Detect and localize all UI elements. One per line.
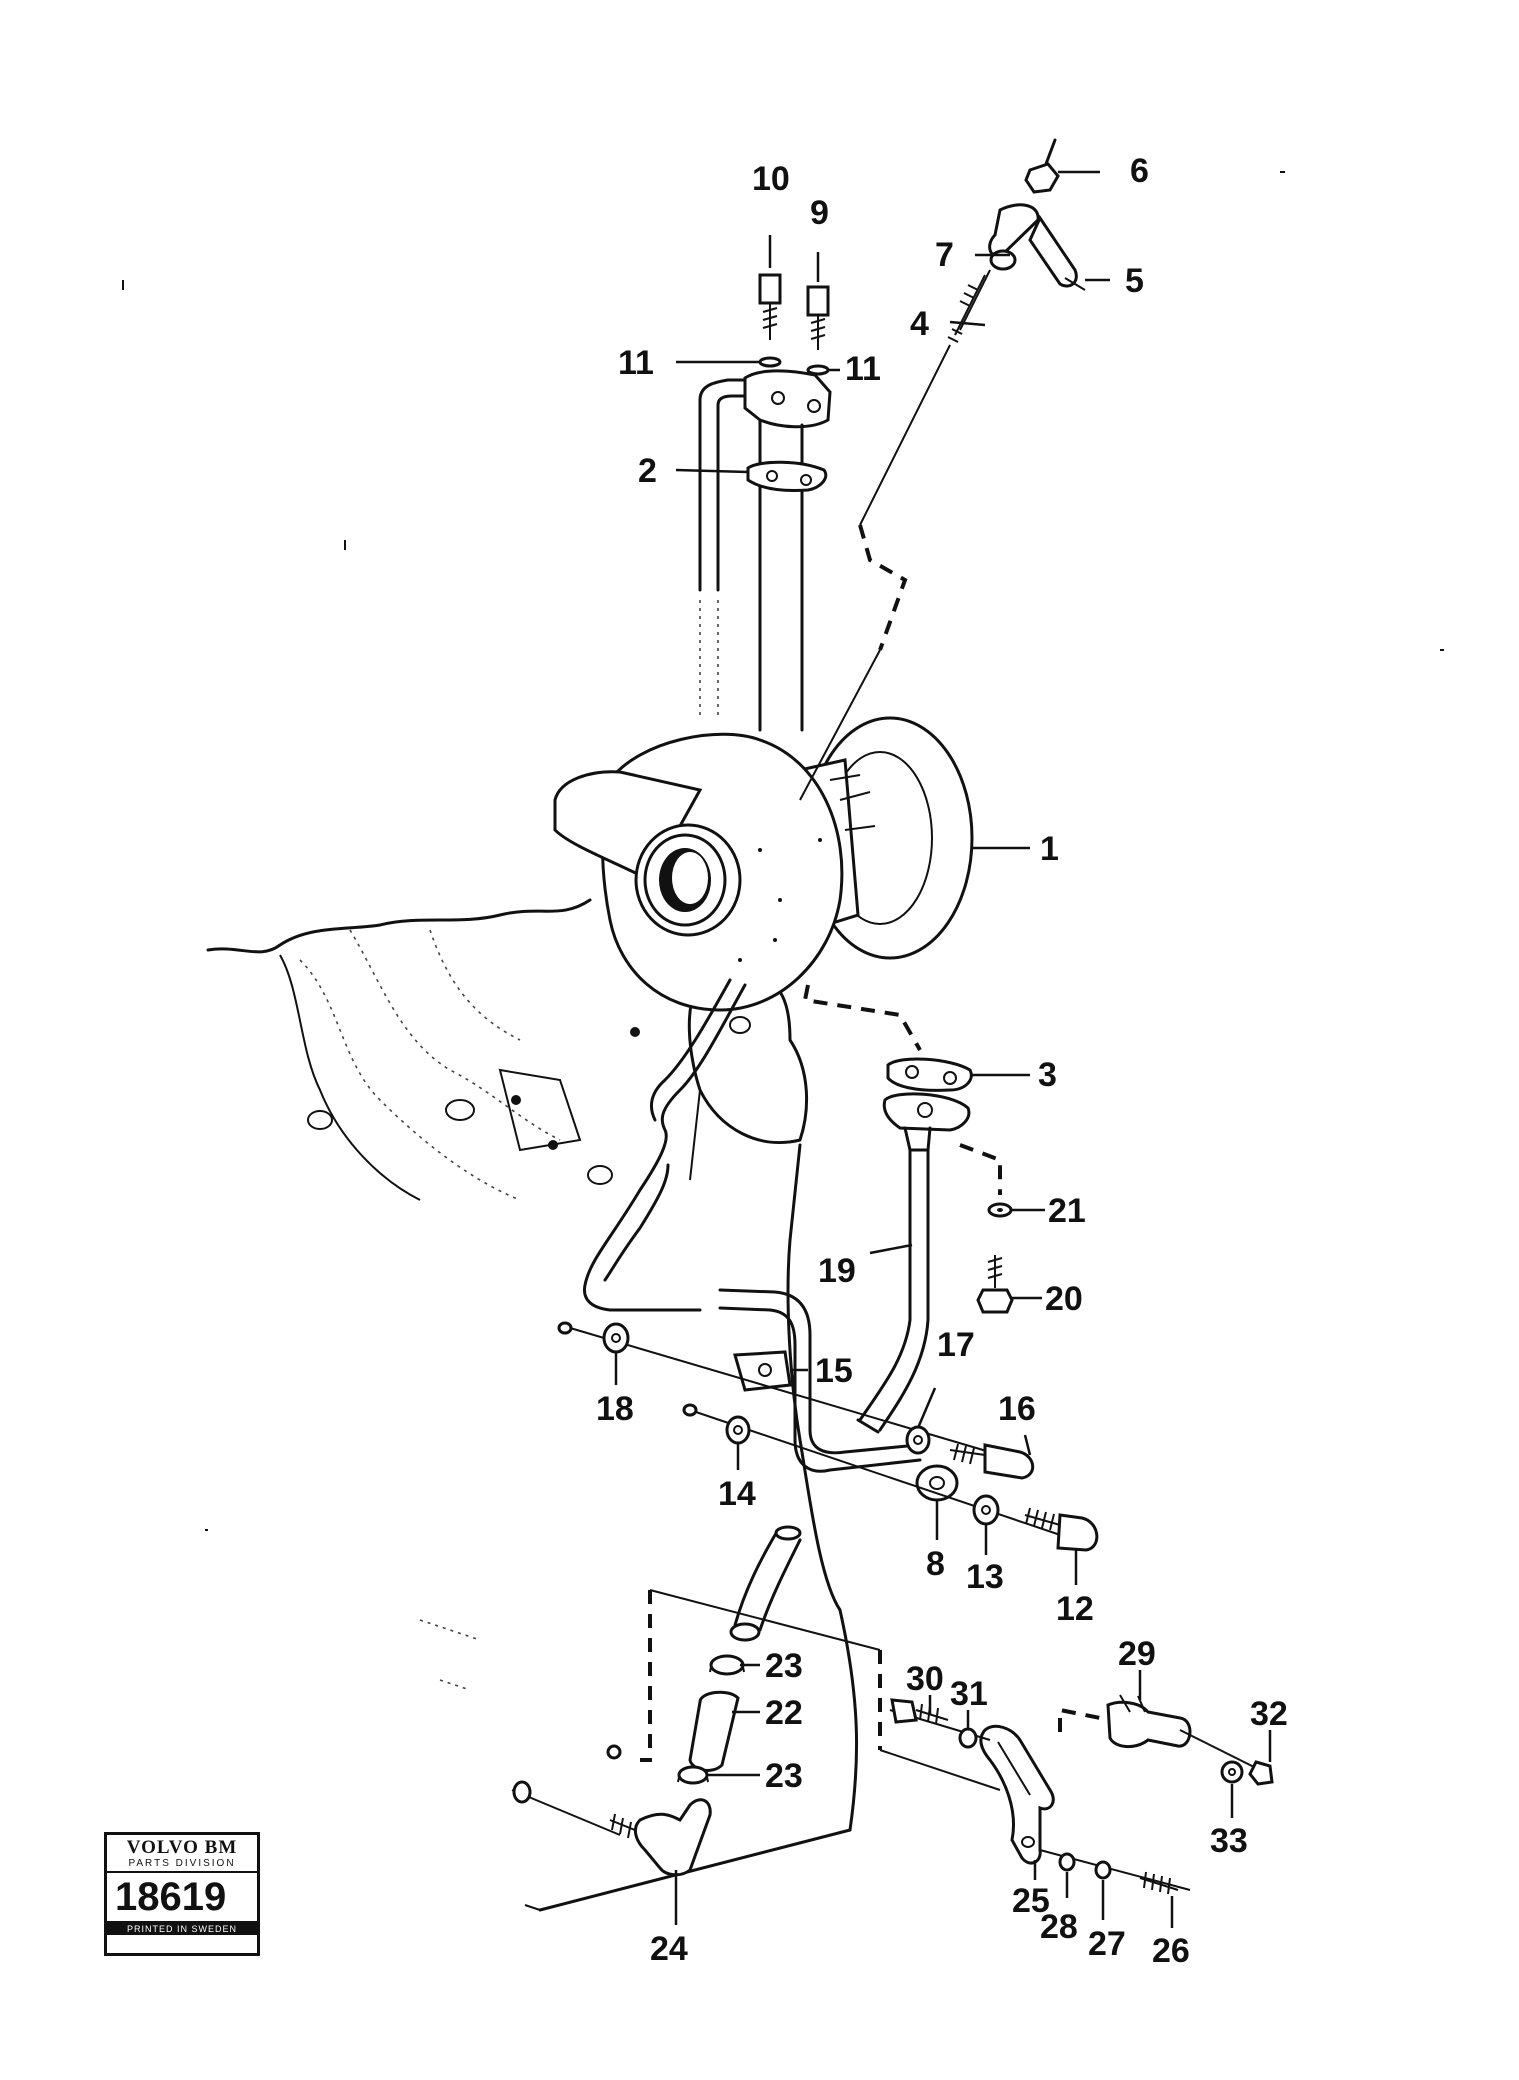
callout-21: 21 [1048, 1192, 1086, 1230]
callout-28: 28 [1040, 1908, 1078, 1946]
stamp-printed: PRINTED IN SWEDEN [107, 1921, 257, 1935]
washer-21 [987, 1202, 1013, 1218]
callout-15: 15 [815, 1352, 853, 1390]
bracket-25 [979, 1724, 1055, 1865]
leader-lines [614, 170, 1272, 1928]
callout-16: 16 [998, 1390, 1036, 1428]
clamp-23-upper [709, 1654, 745, 1676]
washer-31 [958, 1727, 978, 1749]
callout-8: 8 [926, 1545, 945, 1583]
callouts: 10 9 6 7 5 4 11 11 2 1 3 21 19 20 17 15 … [596, 152, 1288, 1970]
stamp-brand: VOLVO BM [126, 1837, 238, 1858]
callout-2: 2 [638, 452, 657, 490]
callout-6: 6 [1130, 152, 1149, 190]
callout-24: 24 [650, 1930, 688, 1968]
stamp-division: PARTS DIVISION [107, 1858, 257, 1873]
return-tube [582, 978, 959, 1502]
nut-32 [1248, 1760, 1274, 1786]
callout-22: 22 [765, 1694, 803, 1732]
gasket-2 [746, 460, 828, 492]
callout-11-left: 11 [618, 344, 654, 382]
callout-12: 12 [1056, 1590, 1094, 1628]
engine-block [206, 898, 751, 1201]
washer-33 [1220, 1760, 1244, 1784]
callout-1: 1 [1040, 830, 1059, 868]
callout-9: 9 [810, 194, 829, 232]
callout-14: 14 [718, 1475, 756, 1513]
bolt-26-assy [1039, 1849, 1191, 1895]
stamp-number: 18619 [115, 1875, 227, 1919]
callout-23-upper: 23 [765, 1647, 803, 1685]
gasket-3 [886, 1057, 973, 1092]
clamp-23-lower [677, 1765, 709, 1785]
callout-25: 25 [1012, 1882, 1050, 1920]
wastegate-rod [799, 138, 1086, 801]
turbocharger [553, 716, 974, 1012]
stray-marks [122, 171, 1444, 1911]
callout-19: 19 [818, 1252, 856, 1290]
callout-32: 32 [1250, 1695, 1288, 1733]
oil-return-pipe [802, 984, 1002, 1434]
assembly-lines-lower [606, 1589, 1001, 1791]
callout-23-lower: 23 [765, 1757, 803, 1795]
bolt-20 [976, 1255, 1014, 1314]
callout-30: 30 [906, 1660, 944, 1698]
hose-22 [688, 1690, 740, 1772]
callout-26: 26 [1152, 1932, 1190, 1970]
callout-11-right: 11 [845, 350, 881, 388]
callout-10: 10 [752, 160, 790, 198]
oil-feed-pipe [698, 369, 832, 732]
callout-17: 17 [937, 1326, 975, 1364]
callout-4: 4 [910, 305, 929, 343]
sleeve-29 [1058, 1694, 1261, 1771]
callout-31: 31 [950, 1675, 988, 1713]
callout-3: 3 [1038, 1056, 1057, 1094]
callout-20: 20 [1045, 1280, 1083, 1318]
callout-18: 18 [596, 1390, 634, 1428]
callout-7: 7 [935, 236, 954, 274]
bolt-12 [682, 1403, 1099, 1552]
hose-upper [729, 1525, 802, 1642]
screw-9 [806, 285, 830, 376]
callout-27: 27 [1088, 1925, 1126, 1963]
callout-13: 13 [966, 1558, 1004, 1596]
elbow-24 [511, 1780, 712, 1877]
callout-5: 5 [1125, 262, 1144, 300]
screw-10 [758, 273, 782, 368]
volvo-bm-catalog-stamp: VOLVO BM PARTS DIVISION 18619 PRINTED IN… [104, 1832, 260, 1956]
callout-29: 29 [1118, 1635, 1156, 1673]
callout-33: 33 [1210, 1822, 1248, 1860]
